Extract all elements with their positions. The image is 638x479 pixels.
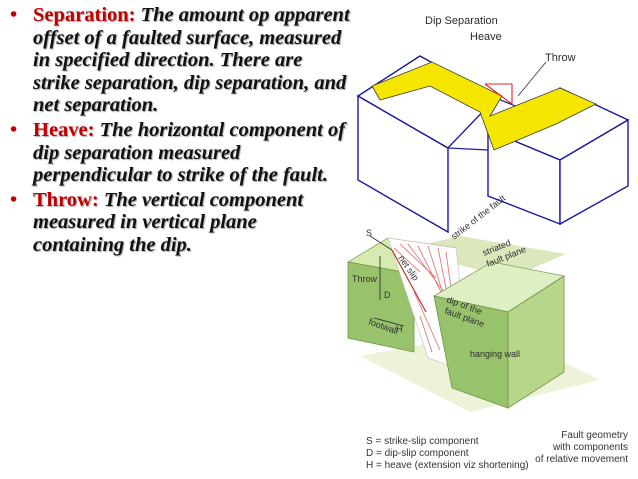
caption-line: with components: [552, 442, 628, 453]
hanging-wall-block-side: [559, 118, 629, 226]
hanging-wall-side: [507, 275, 565, 409]
legend-line: D = dip-slip component: [366, 448, 469, 459]
definition-throw: The vertical component measured in verti…: [33, 188, 304, 256]
label-d: D: [384, 290, 391, 300]
throw-pointer: [517, 61, 547, 97]
label-dip-separation: Dip Separation: [425, 15, 498, 27]
label-throw-bottom: Throw: [352, 274, 378, 284]
term-heave: Heave:: [33, 118, 95, 141]
label-throw: Throw: [545, 52, 576, 64]
term-separation: Separation:: [33, 4, 136, 26]
footwall-front: [347, 261, 415, 353]
label-hanging-wall: hanging wall: [470, 349, 520, 359]
term-throw: Throw:: [33, 188, 99, 211]
bullet-separation: • Separation: The amount op apparent offs…: [10, 4, 352, 117]
caption-line: Fault geometry: [561, 430, 628, 441]
label-h: H: [396, 324, 403, 334]
net-slip-arrow: [391, 249, 427, 313]
strike-slip-arrow: [369, 235, 393, 251]
label-strike-of-fault: strike of the fault: [449, 193, 508, 242]
bullet-throw: • Throw: The vertical component measured …: [10, 189, 352, 257]
figure-caption: Fault geometry with components of relati…: [535, 430, 628, 465]
definition-separation: The amount op apparent offset of a fault…: [33, 4, 350, 117]
bullet-heave: • Heave: The horizontal component of dip …: [10, 119, 352, 187]
bullet-dot-icon: •: [10, 118, 18, 141]
heave-arrow: [373, 317, 405, 327]
dip-separation-line: [484, 83, 513, 105]
label-s: S: [366, 228, 372, 238]
legend-line: H = heave (extension viz shortening): [366, 460, 529, 471]
dip-separation-block-diagram: Dip Separation Heave Throw: [356, 15, 630, 234]
bullet-dot-icon: •: [10, 188, 18, 211]
bullet-list: • Separation: The amount op apparent offs…: [10, 4, 352, 259]
fault-geometry-diagram: strike of the fault striated fault plane…: [346, 193, 600, 412]
caption-line: of relative movement: [535, 454, 628, 465]
faulted-layer: [371, 61, 597, 151]
label-heave: Heave: [470, 31, 502, 43]
legend: S = strike-slip component D = dip-slip c…: [366, 436, 529, 471]
bullet-dot-icon: •: [10, 4, 18, 26]
legend-line: S = strike-slip component: [366, 436, 479, 447]
definition-heave: The horizontal component of dip separati…: [33, 118, 346, 187]
